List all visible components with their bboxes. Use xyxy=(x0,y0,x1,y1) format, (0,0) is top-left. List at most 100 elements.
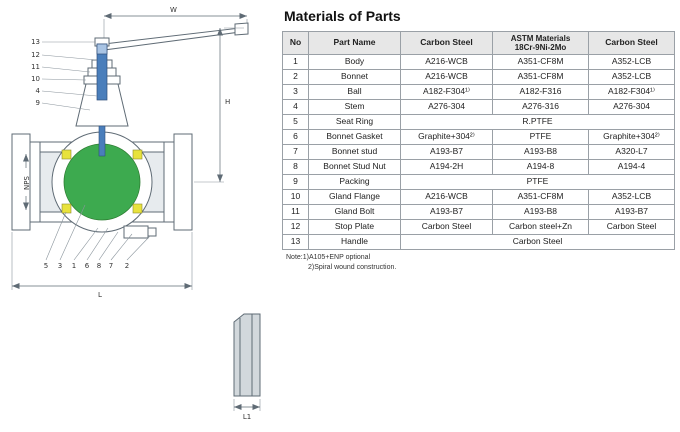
cell-no: 11 xyxy=(282,204,309,221)
seat-ring xyxy=(132,149,143,160)
seat-ring xyxy=(61,203,72,214)
table-header-row: No Part Name Carbon Steel ASTM Materials… xyxy=(282,30,675,56)
table-row: 6 Bonnet Gasket Graphite+304²⁾ PTFE Grap… xyxy=(282,129,675,146)
part-number-leaders-bottom: 5 3 1 6 8 7 2 xyxy=(44,204,151,270)
cell-no: 4 xyxy=(282,99,309,116)
cell-part-name: Gland Bolt xyxy=(308,204,401,221)
cell-part-name: Stop Plate xyxy=(308,219,401,236)
table-notes: Note:1)A105+ENP optional 2)Spiral wound … xyxy=(286,253,674,272)
cell-no: 5 xyxy=(282,114,309,131)
table-row: 13 Handle Carbon Steel xyxy=(282,234,675,251)
materials-table: No Part Name Carbon Steel ASTM Materials… xyxy=(282,30,675,251)
part-number: 8 xyxy=(97,262,101,270)
col-header-part-name: Part Name xyxy=(308,30,401,56)
cell-material: A276-316 xyxy=(492,99,589,116)
cell-no: 12 xyxy=(282,219,309,236)
cell-no: 9 xyxy=(282,174,309,191)
cell-material: A216-WCB xyxy=(400,189,493,206)
cell-no: 3 xyxy=(282,84,309,101)
cell-no: 6 xyxy=(282,129,309,146)
right-flange xyxy=(173,133,193,231)
cell-no: 10 xyxy=(282,189,309,206)
drain-plug xyxy=(123,225,157,239)
part-number: 1 xyxy=(72,262,76,270)
note-line-2: 2)Spiral wound construction. xyxy=(308,263,397,271)
part-number: 11 xyxy=(31,63,40,71)
cell-material: A182-F316 xyxy=(492,84,589,101)
table-row: 11 Gland Bolt A193-B7 A193-B8 A193-B7 xyxy=(282,204,675,221)
col-header-no: No xyxy=(282,30,309,56)
cell-material: A193-B7 xyxy=(588,204,675,221)
dim-nps-label: NPS xyxy=(23,175,31,189)
col-header-astm: ASTM Materials 18Cr-9Ni-2Mo xyxy=(492,30,589,56)
cell-material: Carbon Steel xyxy=(400,219,493,236)
dim-l-label: L xyxy=(98,291,102,299)
materials-panel: Materials of Parts No Part Name Carbon S… xyxy=(282,8,675,272)
cell-material-span: PTFE xyxy=(400,174,675,191)
cell-material: A276-304 xyxy=(400,99,493,116)
dim-w-label: W xyxy=(170,6,177,14)
dim-h-label: H xyxy=(225,98,230,106)
cell-material-span: Carbon Steel xyxy=(400,234,675,251)
cell-material: A193-B8 xyxy=(492,144,589,161)
table-row: 4 Stem A276-304 A276-316 A276-304 xyxy=(282,99,675,116)
col-header-carbon-steel-2: Carbon Steel xyxy=(588,30,675,56)
cell-material: Graphite+304²⁾ xyxy=(400,129,493,146)
cell-part-name: Packing xyxy=(308,174,401,191)
cell-part-name: Bonnet Gasket xyxy=(308,129,401,146)
table-row: 5 Seat Ring R.PTFE xyxy=(282,114,675,131)
cell-material: A194-8 xyxy=(492,159,589,176)
part-number: 7 xyxy=(109,262,113,270)
cell-material: A194-2H xyxy=(400,159,493,176)
cell-part-name: Ball xyxy=(308,84,401,101)
cell-material: Graphite+304²⁾ xyxy=(588,129,675,146)
seat-ring xyxy=(61,149,72,160)
stem-lower xyxy=(98,125,106,157)
cell-part-name: Bonnet xyxy=(308,69,401,86)
cell-material: A320-L7 xyxy=(588,144,675,161)
cell-no: 7 xyxy=(282,144,309,161)
part-number: 13 xyxy=(31,38,40,46)
part-number: 2 xyxy=(125,262,129,270)
col-header-carbon-steel: Carbon Steel xyxy=(400,30,493,56)
table-row: 1 Body A216-WCB A351-CF8M A352-LCB xyxy=(282,54,675,71)
cell-no: 1 xyxy=(282,54,309,71)
part-number: 4 xyxy=(36,87,41,95)
dimension-nps: NPS xyxy=(23,154,31,210)
cell-part-name: Bonnet Stud Nut xyxy=(308,159,401,176)
cell-material: A182-F304¹⁾ xyxy=(588,84,675,101)
cell-part-name: Bonnet stud xyxy=(308,144,401,161)
cell-no: 2 xyxy=(282,69,309,86)
table-row: 2 Bonnet A216-WCB A351-CF8M A352-LCB xyxy=(282,69,675,86)
part-number-leaders-left: 13 12 11 10 4 9 xyxy=(31,38,98,111)
cell-material: A194-4 xyxy=(588,159,675,176)
part-number: 6 xyxy=(85,262,90,270)
table-row: 9 Packing PTFE xyxy=(282,174,675,191)
seat-ring xyxy=(132,203,143,214)
table-row: 8 Bonnet Stud Nut A194-2H A194-8 A194-4 xyxy=(282,159,675,176)
part-number: 12 xyxy=(31,51,40,59)
cell-part-name: Seat Ring xyxy=(308,114,401,131)
seat-section-part xyxy=(233,313,261,397)
cell-material: PTFE xyxy=(492,129,589,146)
dimension-l1: L1 xyxy=(233,399,261,421)
cell-material: A351-CF8M xyxy=(492,189,589,206)
stem-cap xyxy=(96,43,108,55)
cell-material: A352-LCB xyxy=(588,69,675,86)
page-title: Materials of Parts xyxy=(284,8,401,24)
cell-material: A193-B7 xyxy=(400,204,493,221)
cell-material: A352-LCB xyxy=(588,54,675,71)
cell-material: A193-B8 xyxy=(492,204,589,221)
dim-l1-label: L1 xyxy=(243,413,251,421)
cell-material: A182-F304¹⁾ xyxy=(400,84,493,101)
cell-material: Carbon Steel xyxy=(588,219,675,236)
part-number: 3 xyxy=(58,262,62,270)
table-row: 7 Bonnet stud A193-B7 A193-B8 A320-L7 xyxy=(282,144,675,161)
cell-material: A276-304 xyxy=(588,99,675,116)
table-row: 10 Gland Flange A216-WCB A351-CF8M A352-… xyxy=(282,189,675,206)
cell-material: A216-WCB xyxy=(400,69,493,86)
cell-material-span: R.PTFE xyxy=(400,114,675,131)
dimension-w: W xyxy=(103,6,248,40)
cell-material: A352-LCB xyxy=(588,189,675,206)
